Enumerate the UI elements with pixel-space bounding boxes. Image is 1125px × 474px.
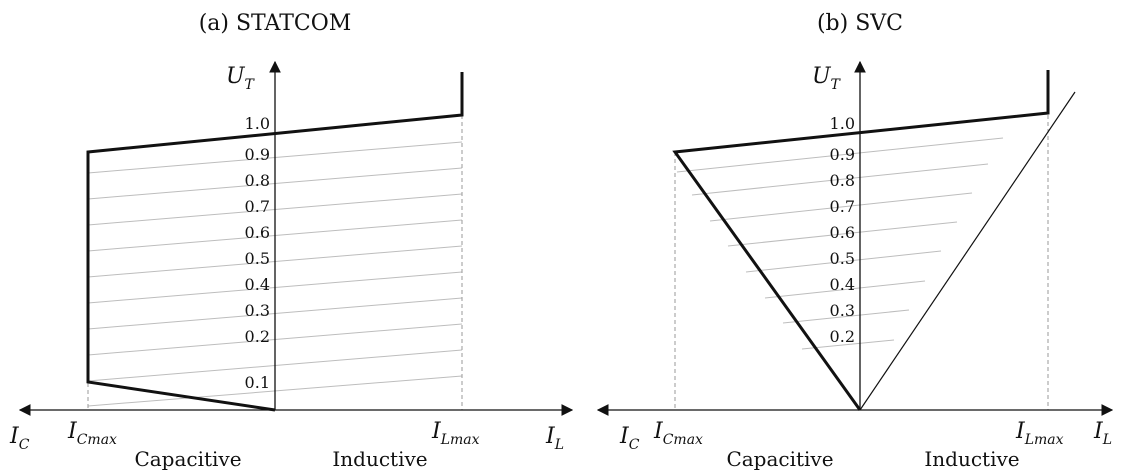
x-right-label: IL (1093, 419, 1112, 448)
x-right-label: IL (545, 424, 564, 453)
x-left-label: IC (9, 424, 30, 453)
ilmax-label: ILmax (1015, 419, 1064, 448)
ilmax-label: ILmax (431, 419, 480, 448)
y-axis-label: UT (226, 64, 256, 93)
tick-label: 0.7 (245, 197, 270, 216)
level-line-0.2 (801, 339, 895, 350)
region-inductive: Inductive (924, 447, 1019, 471)
tick-label: 0.3 (245, 301, 270, 320)
x-left-label: IC (619, 424, 640, 453)
tick-label: 0.4 (245, 275, 270, 294)
level-line-0.9 (676, 137, 1004, 173)
level-line-0.7 (709, 192, 973, 222)
region-capacitive: Capacitive (134, 447, 241, 471)
region-inductive: Inductive (332, 447, 427, 471)
icmax-label: ICmax (67, 419, 117, 448)
tick-label: 0.1 (245, 373, 270, 392)
level-line-0.4 (764, 280, 926, 299)
tick-label: 1.0 (830, 114, 855, 133)
tick-label: 0.7 (830, 197, 855, 216)
panel-svc: (b) SVC 1.0 0.9 0.8 0.7 0.6 (596, 11, 1114, 471)
level-line-0.3 (782, 309, 910, 324)
y-axis-label: UT (812, 64, 842, 93)
tick-label: 0.6 (245, 223, 270, 242)
svc-characteristic (672, 70, 1050, 411)
tick-label: 0.2 (245, 327, 270, 346)
panel-title: (b) SVC (817, 11, 903, 36)
tick-label: 0.9 (245, 145, 270, 164)
panel-statcom: (a) STATCOM 1.0 0.9 0.8 0.7 0. (9, 11, 574, 471)
tick-label: 0.2 (830, 327, 855, 346)
voltage-tick-labels: 1.0 0.9 0.8 0.7 0.6 0.5 0.4 0.3 0.2 (830, 114, 855, 346)
tick-label: 0.5 (245, 249, 270, 268)
panel-title: (a) STATCOM (199, 11, 352, 36)
reactor-line (859, 91, 1076, 411)
icmax-label: ICmax (653, 419, 703, 448)
tick-label: 0.9 (830, 145, 855, 164)
tick-label: 0.8 (245, 171, 270, 190)
region-capacitive: Capacitive (726, 447, 833, 471)
level-line-0.5 (745, 250, 942, 273)
voltage-level-lines (676, 137, 1004, 350)
tick-label: 0.6 (830, 223, 855, 242)
level-line-0.6 (727, 221, 958, 247)
statcom-characteristic (86, 72, 464, 412)
tick-label: 0.5 (830, 249, 855, 268)
tick-label: 0.8 (830, 171, 855, 190)
voltage-tick-labels: 1.0 0.9 0.8 0.7 0.6 0.5 0.4 0.3 0.2 0.1 (245, 114, 270, 392)
tick-label: 0.4 (830, 275, 855, 294)
tick-label: 1.0 (245, 114, 270, 133)
level-line-0.8 (691, 163, 989, 196)
tick-label: 0.3 (830, 301, 855, 320)
